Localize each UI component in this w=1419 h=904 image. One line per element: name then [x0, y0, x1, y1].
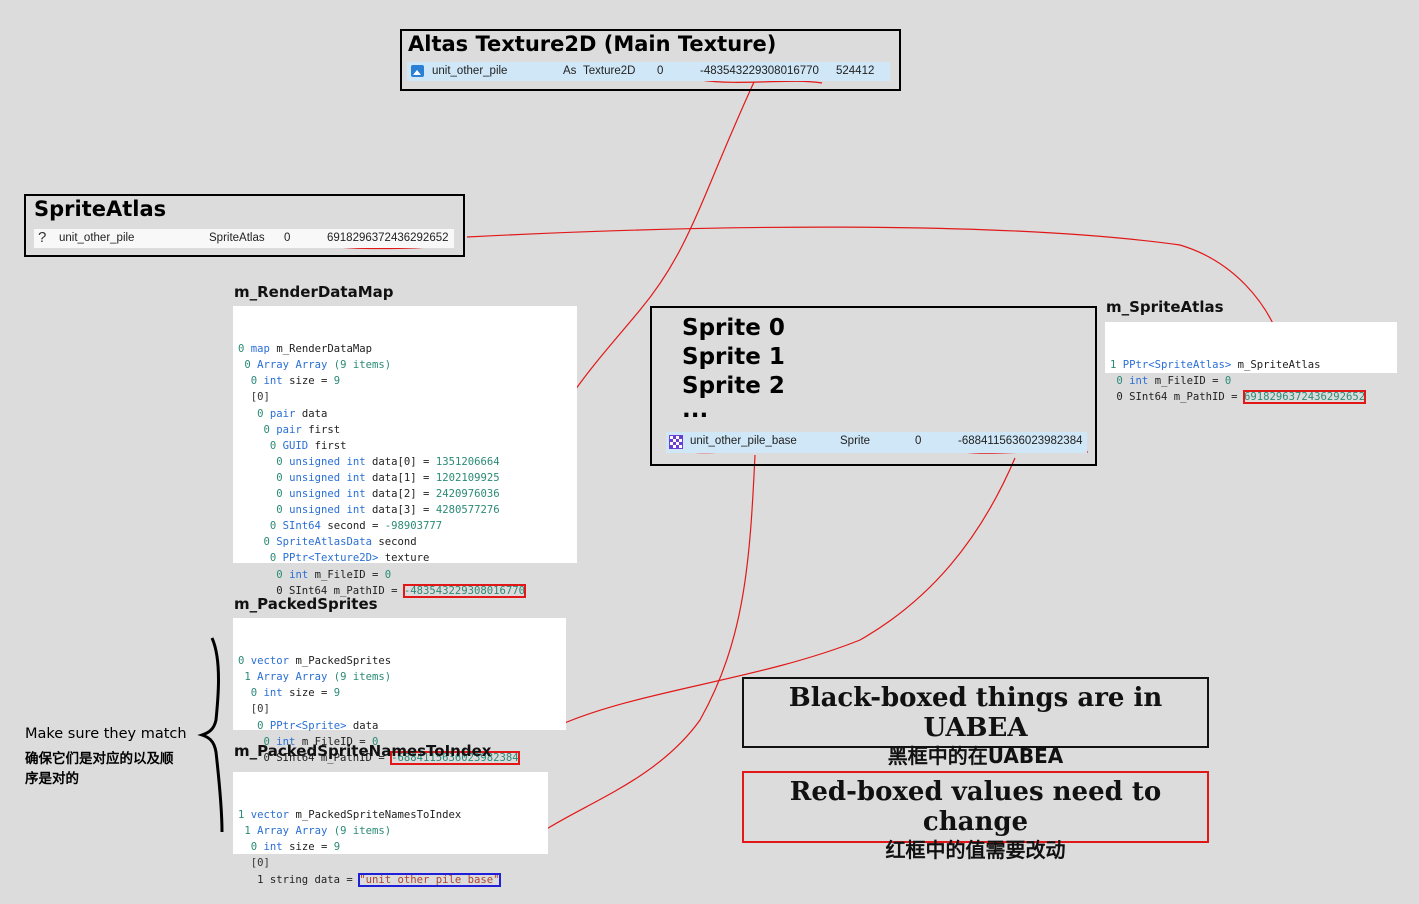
legend-red: Red-boxed values need to change 红框中的值需要改… — [742, 771, 1209, 862]
code-line: 0 int size = 9 — [250, 841, 341, 854]
match-note-zh-1: 确保它们是对应的以及顺 — [25, 751, 174, 767]
unknown-icon: ? — [38, 229, 47, 246]
code-line: 0 unsigned int data[1] = 1202109925 — [276, 471, 500, 484]
code-line: 0 unsigned int data[3] = 4280577276 — [276, 504, 500, 517]
sprite-atlas-box: SpriteAtlas ? unit_other_pile SpriteAtla… — [24, 194, 465, 257]
packed-name-value[interactable]: "unit_other_pile_base" — [358, 872, 501, 887]
code-line: 0 pair first — [263, 423, 341, 436]
atlas-type: SpriteAtlas — [209, 232, 265, 244]
code-line: 0 vector m_PackedSprites — [238, 655, 392, 668]
packed-names-lines: 1 vector m_PackedSpriteNamesToIndex 1 Ar… — [238, 807, 543, 871]
packed-sprites-lines: 0 vector m_PackedSprites 1 Array Array (… — [238, 653, 561, 750]
texture-file-id: 0 — [657, 65, 664, 77]
code-line: 0 unsigned int data[2] = 2420976036 — [276, 488, 500, 501]
legend-red-en: Red-boxed values need to change — [789, 777, 1162, 837]
code-line: 0 PPtr<Texture2D> texture — [269, 552, 430, 565]
legend-black: Black-boxed things are in UABEA 黑框中的在UAB… — [742, 677, 1209, 768]
code-line: 1 Array Array (9 items) — [244, 825, 392, 838]
atlas-file-id: 0 — [284, 232, 291, 244]
packed-names-data-line: 1 string data = "unit_other_pile_base" — [238, 872, 501, 887]
render-data-map-panel: 0 map m_RenderDataMap 0 Array Array (9 i… — [233, 306, 577, 598]
m-sprite-atlas-pathid-line: 0 SInt64 m_PathID = 6918296372436292652 — [1110, 390, 1367, 405]
main-texture-box: Altas Texture2D (Main Texture) unit_othe… — [400, 29, 901, 91]
texture-path-id: -483543229308016770 — [700, 65, 819, 77]
link-atlas-spriteatlas — [466, 226, 1286, 356]
code-line: 0 int size = 9 — [250, 375, 341, 388]
sprite-file-id: 0 — [915, 435, 922, 447]
sprite-item-1: Sprite 1 — [682, 344, 785, 370]
sprite-icon — [669, 435, 683, 449]
legend-red-zh: 红框中的值需要改动 — [885, 838, 1066, 862]
code-line: 0 unsigned int data[0] = 1351206664 — [276, 455, 500, 468]
code-line: [0] — [250, 703, 270, 716]
code-line: 0 PPtr<Sprite> data — [257, 719, 379, 732]
main-texture-row[interactable]: unit_other_pile As Texture2D 0 -48354322… — [407, 62, 890, 81]
texture-type: Texture2D — [583, 65, 636, 77]
legend-black-zh: 黑框中的在UABEA — [887, 744, 1064, 768]
packed-names-label: m_PackedSpriteNamesToIndex — [234, 742, 492, 760]
render-pathid-value[interactable]: -483543229308016770 — [402, 583, 527, 598]
sprite-item-0: Sprite 0 — [682, 315, 785, 341]
main-texture-title: Altas Texture2D (Main Texture) — [408, 32, 777, 56]
packed-sprites-label: m_PackedSprites — [234, 595, 378, 613]
match-note-en: Make sure they match — [25, 726, 187, 742]
sprite-atlas-title: SpriteAtlas — [34, 197, 167, 221]
image-icon — [411, 65, 424, 77]
match-brace — [197, 637, 224, 833]
sprite-path-id: -6884115636023982384 — [958, 435, 1083, 447]
match-note-zh-2: 序是对的 — [25, 771, 79, 787]
sprite-row[interactable]: unit_other_pile_base Sprite 0 -688411563… — [666, 432, 1087, 453]
sprite-item-more: ... — [682, 397, 709, 423]
render-data-map-lines: 0 map m_RenderDataMap 0 Array Array (9 i… — [238, 341, 572, 582]
texture-size: 524412 — [836, 65, 875, 77]
code-line: 0 Array Array (9 items) — [244, 359, 392, 372]
code-line: [0] — [250, 391, 270, 404]
m-sprite-atlas-lines: 1 PPtr<SpriteAtlas> m_SpriteAtlas 0 int … — [1110, 357, 1392, 389]
legend-black-en: Black-boxed things are in UABEA — [788, 683, 1163, 743]
render-data-map-label: m_RenderDataMap — [234, 283, 394, 301]
sprite-atlas-row[interactable]: ? unit_other_pile SpriteAtlas 0 69182963… — [34, 229, 454, 248]
link-name-packednames — [521, 454, 756, 849]
packed-sprites-panel: 0 vector m_PackedSprites 1 Array Array (… — [233, 618, 566, 765]
sprite-item-2: Sprite 2 — [682, 373, 785, 399]
m-sprite-atlas-label: m_SpriteAtlas — [1106, 298, 1224, 316]
sprite-name: unit_other_pile_base — [690, 435, 797, 447]
code-line: 0 int m_FileID = 0 — [263, 735, 379, 748]
sprites-box: Sprite 0 Sprite 1 Sprite 2 ... unit_othe… — [650, 306, 1097, 466]
match-note: Make sure they match 确保它们是对应的以及顺 序是对的 — [25, 726, 187, 787]
packed-pathid-value[interactable]: -6884115636023982384 — [390, 750, 520, 765]
render-data-map-pathid-line: 0 SInt64 m_PathID = -483543229308016770 — [238, 583, 527, 598]
code-line: 0 int size = 9 — [250, 687, 341, 700]
atlas-path-id: 6918296372436292652 — [327, 232, 449, 244]
underline-texture-pathid — [699, 79, 823, 84]
code-line: 0 SInt64 second = -98903777 — [269, 520, 443, 533]
code-line: 0 int m_FileID = 0 — [1116, 375, 1232, 388]
connector-lines — [197, 79, 1286, 849]
texture-type-prefix: As — [563, 65, 577, 77]
code-line: 0 GUID first — [269, 439, 347, 452]
code-line: 0 SpriteAtlasData second — [263, 536, 417, 549]
code-line: 1 vector m_PackedSpriteNamesToIndex — [238, 809, 462, 822]
code-line: 1 PPtr<SpriteAtlas> m_SpriteAtlas — [1110, 359, 1321, 372]
link-sprite-packed — [559, 457, 1016, 726]
code-line: [0] — [250, 857, 270, 870]
sprite-type: Sprite — [840, 435, 871, 447]
sprite-list: Sprite 0 Sprite 1 Sprite 2 ... — [682, 314, 785, 423]
packed-names-panel: 1 vector m_PackedSpriteNamesToIndex 1 Ar… — [233, 772, 548, 887]
code-line: 0 pair data — [257, 407, 328, 420]
packed-sprites-pathid-line: 0 SInt64 m_PathID = -6884115636023982384 — [238, 750, 520, 765]
spriteatlas-pathid-value[interactable]: 6918296372436292652 — [1242, 390, 1367, 405]
m-sprite-atlas-panel: 1 PPtr<SpriteAtlas> m_SpriteAtlas 0 int … — [1105, 322, 1397, 405]
code-line: 0 map m_RenderDataMap — [238, 343, 372, 356]
texture-name: unit_other_pile — [432, 65, 508, 77]
code-line: 0 int m_FileID = 0 — [276, 568, 392, 581]
code-line: 1 Array Array (9 items) — [244, 671, 392, 684]
atlas-name: unit_other_pile — [59, 232, 135, 244]
